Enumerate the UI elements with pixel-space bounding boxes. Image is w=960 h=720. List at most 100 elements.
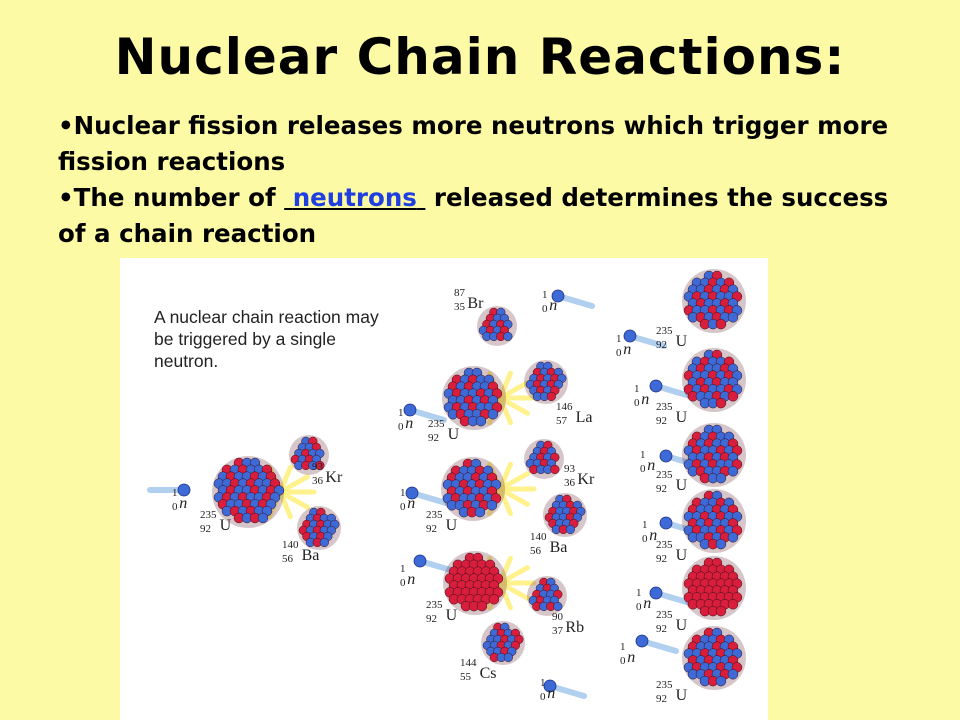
svg-text:1: 1 [640,449,646,461]
uranium-nucleus [682,423,746,487]
svg-text:57: 57 [556,415,568,427]
svg-text:1: 1 [400,563,406,575]
krypton-fragment [289,435,329,475]
svg-text:235: 235 [428,418,445,430]
svg-text:1: 1 [400,487,406,499]
free-neutron [551,289,595,309]
svg-text:n: n [647,457,655,474]
svg-text:n: n [623,341,631,358]
svg-text:Ba: Ba [302,547,320,564]
svg-text:Br: Br [467,295,484,312]
slide-title: Nuclear Chain Reactions: [114,28,846,86]
barium-fragment [297,506,341,550]
svg-text:Ba: Ba [550,539,568,556]
svg-text:37: 37 [552,625,564,637]
svg-text:1: 1 [642,519,648,531]
svg-text:92: 92 [656,339,667,351]
svg-text:Cs: Cs [480,665,497,682]
bullet-list: •Nuclear fission releases more neutrons … [58,108,918,252]
svg-text:92: 92 [656,483,667,495]
svg-text:235: 235 [426,599,443,611]
svg-text:92: 92 [428,432,439,444]
svg-text:92: 92 [656,693,667,705]
svg-text:146: 146 [556,401,573,413]
svg-text:90: 90 [552,611,564,623]
svg-text:1: 1 [542,289,548,301]
svg-text:1: 1 [616,333,622,345]
svg-text:140: 140 [282,539,299,551]
svg-text:1: 1 [620,641,626,653]
svg-text:235: 235 [200,509,217,521]
svg-text:n: n [627,649,635,666]
svg-text:n: n [407,571,415,588]
free-neutron [635,634,679,654]
svg-text:0: 0 [398,421,404,433]
bullet-text-after: released determines the success of a cha… [58,183,889,248]
svg-text:93: 93 [564,463,576,475]
free-neutron [543,679,587,699]
svg-text:140: 140 [530,531,547,543]
svg-text:1: 1 [172,487,178,499]
diagram-caption: A nuclear chain reaction may be triggere… [154,307,379,371]
svg-text:Kr: Kr [577,471,595,488]
uranium-nucleus [212,456,285,528]
svg-text:U: U [220,517,232,534]
label-la146: 146 57 La [556,401,592,427]
svg-text:0: 0 [620,655,626,667]
bullet-text-before: The number of [73,183,285,212]
svg-text:0: 0 [540,691,546,703]
svg-text:U: U [676,547,688,564]
bullet-item: •Nuclear fission releases more neutrons … [58,111,889,176]
svg-text:35: 35 [454,301,466,313]
svg-text:U: U [448,426,460,443]
uranium-nucleus [682,556,746,620]
svg-text:1: 1 [636,587,642,599]
svg-text:n: n [179,495,187,512]
svg-text:235: 235 [656,401,673,413]
label-u235: 235 92 U [428,418,460,444]
uranium-nucleus [682,489,746,553]
free-neutron [623,329,667,349]
svg-text:n: n [643,595,651,612]
svg-text:235: 235 [656,325,673,337]
bullet-item: •The number of neutrons released determi… [58,183,889,248]
svg-text:n: n [407,495,415,512]
svg-text:0: 0 [400,577,406,589]
free-neutron [649,586,693,606]
svg-text:La: La [576,409,593,426]
svg-text:235: 235 [426,509,443,521]
bullet-text: Nuclear fission releases more neutrons w… [58,111,889,176]
svg-text:92: 92 [200,523,211,535]
svg-text:0: 0 [542,303,548,315]
fill-in-blank-answer: neutrons [284,183,425,212]
svg-text:93: 93 [312,461,324,473]
svg-text:92: 92 [656,553,667,565]
svg-text:Rb: Rb [565,619,584,636]
svg-text:1: 1 [398,407,404,419]
svg-text:0: 0 [636,601,642,613]
svg-text:0: 0 [400,501,406,513]
svg-text:235: 235 [656,679,673,691]
free-neutron [649,379,693,399]
barium-fragment [543,493,587,537]
svg-text:U: U [676,617,688,634]
svg-text:0: 0 [634,397,640,409]
svg-text:87: 87 [454,287,466,299]
